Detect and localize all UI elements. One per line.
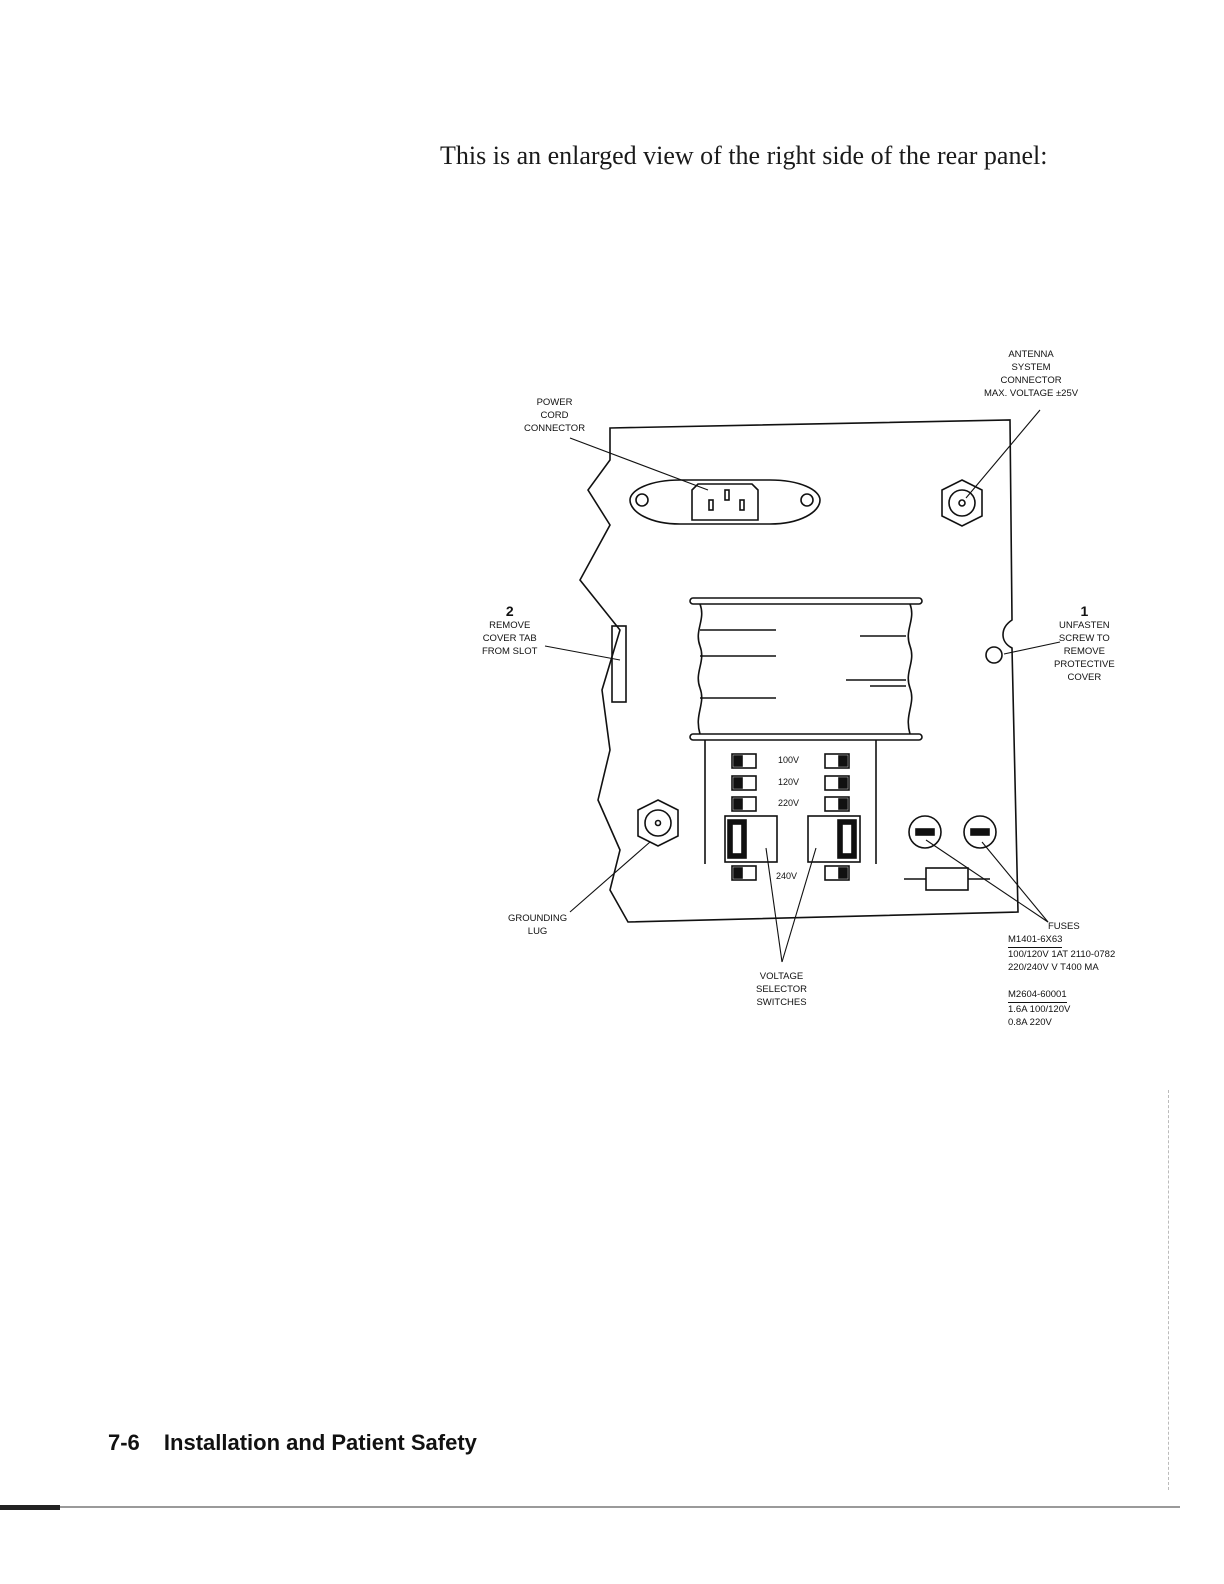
panel-outline <box>579 419 1019 923</box>
switch-label-120v: 120V <box>778 777 800 787</box>
voltage-selector-switches <box>724 815 861 863</box>
switch-label-240v: 240V <box>776 871 798 881</box>
fuse-group1-line: 220/240V V T400 MA <box>1008 962 1099 973</box>
transformer-bottom <box>689 733 923 741</box>
fuse-group2-line: 0.8A 220V <box>1008 1017 1052 1028</box>
step-2-number: 2 <box>505 603 514 619</box>
grounding-lug <box>637 799 679 847</box>
remove-tab-label: 2 REMOVE COVER TAB FROM SLOT <box>482 603 538 657</box>
antenna-connector <box>941 479 983 527</box>
step-1-number: 1 <box>1080 603 1089 619</box>
voltage-selector-label: VOLTAGE SELECTOR SWITCHES <box>756 971 808 1008</box>
page-footer: 7-6 Installation and Patient Safety <box>108 1430 477 1456</box>
right-small-switches <box>824 753 850 881</box>
switch-label-100v: 100V <box>778 755 800 765</box>
fuse-group1-heading: M1401-6X63 <box>1008 933 1063 948</box>
power-connector-socket <box>691 483 759 521</box>
fuse-group1-line: 100/120V 1AT 2110-0782 <box>1008 949 1116 960</box>
fuses-label: FUSES M1401-6X63 100/120V 1AT 2110-0782 … <box>1008 920 1115 1029</box>
unfasten-label: 1 UNFASTEN SCREW TO REMOVE PROTECTIVE CO… <box>1054 603 1115 683</box>
cover-tab-slot <box>611 625 627 703</box>
rear-panel-drawing <box>544 409 1061 963</box>
page-number: 7-6 <box>108 1430 140 1455</box>
fuse-group2-heading: M2604-60001 <box>1008 988 1067 1003</box>
bottom-rule <box>0 1506 1180 1508</box>
grounding-label: GROUNDING LUG <box>508 913 568 937</box>
transformer-top <box>689 597 923 605</box>
power-cord-label: POWER CORD CONNECTOR <box>524 397 586 434</box>
fuse-group2-line: 1.6A 100/120V <box>1008 1004 1071 1015</box>
rear-panel-diagram: ANTENNA SYSTEM CONNECTOR MAX. VOLTAGE ±2… <box>470 330 1170 1090</box>
antenna-label: ANTENNA SYSTEM CONNECTOR MAX. VOLTAGE ±2… <box>984 349 1079 399</box>
power-connector-plate <box>629 479 821 525</box>
fuse-holders <box>904 815 997 891</box>
section-title: Installation and Patient Safety <box>163 1430 477 1455</box>
switch-label-220v: 220V <box>778 798 800 808</box>
unfasten-screw <box>985 646 1003 664</box>
left-small-switches <box>731 753 757 881</box>
scan-edge-line <box>1168 1090 1170 1490</box>
fuses-title: FUSES <box>1048 921 1080 932</box>
leader-lines <box>544 409 1061 963</box>
intro-text: This is an enlarged view of the right si… <box>440 141 1048 170</box>
bottom-rule-mark <box>0 1505 60 1510</box>
